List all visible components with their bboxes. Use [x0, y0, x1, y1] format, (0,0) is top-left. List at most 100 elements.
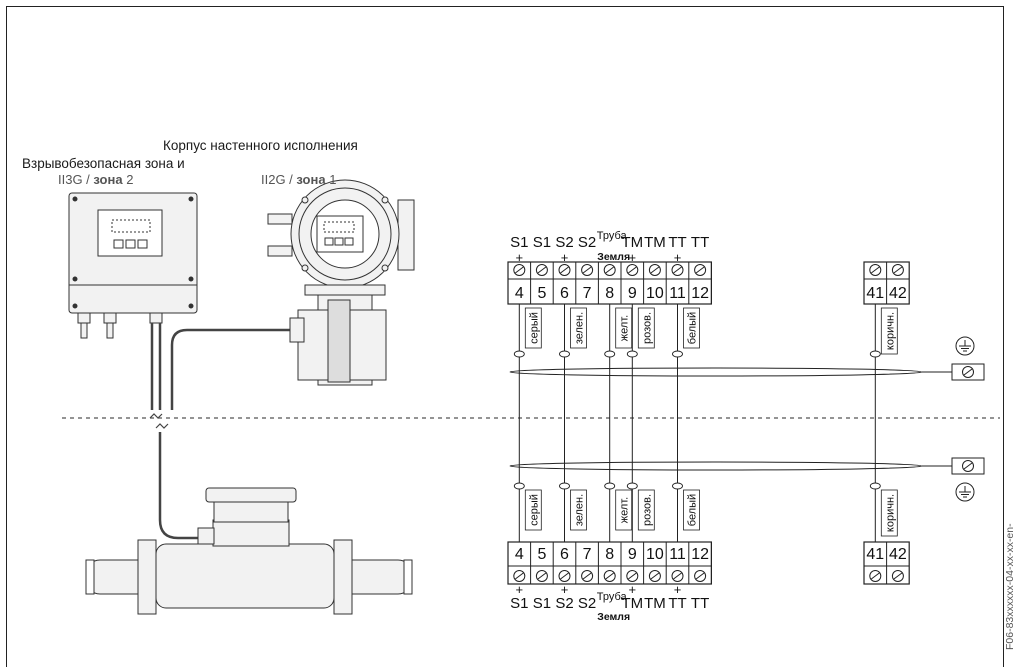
- wire-color-box: [615, 489, 633, 531]
- cable-tie: [869, 350, 881, 358]
- wire-color-box: [615, 307, 633, 349]
- screw-slot: [650, 572, 660, 580]
- cable-tie: [626, 482, 638, 490]
- screw-slot: [514, 572, 524, 580]
- terminal-number: 8: [605, 285, 614, 302]
- wire-color-box: [880, 307, 898, 355]
- screw-slot: [893, 572, 903, 580]
- wire-color-label: желт.: [619, 315, 631, 341]
- terminal-number: 6: [560, 546, 569, 563]
- screw-slot: [870, 572, 880, 580]
- cable-tie: [513, 482, 525, 490]
- pipe-label: Труба: [597, 591, 628, 603]
- wire-color-box: [570, 307, 587, 349]
- screw-slot: [537, 572, 547, 580]
- plus-sign: +: [561, 582, 569, 597]
- signal-label: TT: [668, 595, 686, 612]
- plus-sign: +: [629, 250, 637, 265]
- ground-label: Земля: [597, 611, 630, 623]
- plus-sign: +: [674, 250, 682, 265]
- terminal-number: 10: [646, 285, 664, 302]
- screw-slot: [673, 266, 682, 274]
- flowmeter-sensor: [85, 487, 413, 615]
- signal-label: TT: [691, 234, 709, 251]
- screw-slot: [963, 368, 973, 376]
- screw-slot: [673, 572, 682, 580]
- terminal-number: 41: [866, 546, 884, 563]
- wire-color-box: [637, 489, 655, 531]
- signal-label: S1: [510, 595, 528, 612]
- terminal-number: 11: [669, 546, 686, 563]
- screw-slot: [695, 572, 705, 580]
- screw-slot: [695, 266, 705, 274]
- wire-color-box: [683, 489, 700, 531]
- zone2-label: II3G / зона 2: [58, 172, 134, 187]
- signal-label: TM: [644, 595, 666, 612]
- signal-label: TM: [621, 234, 643, 251]
- wall-housing: [68, 192, 198, 339]
- cable-tie: [869, 482, 881, 490]
- pipe-label: Труба: [597, 230, 628, 242]
- terminal-number: 12: [691, 285, 709, 302]
- wire-color-label: розов.: [641, 494, 653, 526]
- signal-label: TT: [691, 595, 709, 612]
- cable-shield: [509, 461, 923, 471]
- wire-color-box: [524, 489, 542, 531]
- screw-slot: [893, 266, 903, 274]
- signal-label: S2: [578, 595, 596, 612]
- signal-label: S1: [533, 595, 551, 612]
- terminal-number: 41: [866, 285, 884, 302]
- screw-slot: [560, 572, 569, 580]
- cable-tie: [559, 482, 570, 490]
- screw-slot: [627, 266, 637, 274]
- terminal-number: 4: [515, 546, 524, 563]
- cable-tie: [626, 350, 638, 358]
- wire-color-box: [683, 307, 700, 349]
- wire-color-label: желт.: [619, 497, 631, 523]
- wire-color-box: [570, 489, 587, 531]
- screw-slot: [537, 266, 547, 274]
- zone1-label: II2G / зона 1: [261, 172, 337, 187]
- plus-sign: +: [516, 250, 524, 265]
- wire-color-label: белый: [687, 312, 699, 344]
- cable-tie: [604, 482, 616, 490]
- wire-color-label: коричн.: [884, 494, 896, 532]
- terminal-number: 9: [628, 285, 637, 302]
- ground-label: Земля: [597, 251, 630, 263]
- wire-color-label: серый: [528, 494, 540, 526]
- signal-label: TM: [644, 234, 666, 251]
- wire-color-label: коричн.: [884, 312, 896, 350]
- cable: [150, 323, 298, 540]
- screw-slot: [582, 266, 592, 274]
- terminal-number: 6: [560, 285, 569, 302]
- terminal-number: 12: [691, 546, 709, 563]
- signal-label: S1: [510, 234, 528, 251]
- cable-tie: [604, 350, 616, 358]
- screw-slot: [582, 572, 592, 580]
- screw-slot: [514, 266, 524, 274]
- wire-color-label: розов.: [641, 312, 653, 344]
- wire-color-box: [637, 307, 655, 349]
- terminal-number: 11: [669, 285, 686, 302]
- terminal-number: 5: [537, 285, 546, 302]
- exd-housing: [267, 179, 415, 386]
- plus-sign: +: [561, 250, 569, 265]
- screw-slot: [870, 266, 880, 274]
- screw-slot: [605, 572, 615, 580]
- terminal-number: 5: [537, 546, 546, 563]
- wire-color-label: белый: [687, 494, 699, 526]
- cable-tie: [559, 350, 570, 358]
- signal-label: TT: [668, 234, 686, 251]
- screw-slot: [627, 572, 637, 580]
- plus-sign: +: [674, 582, 682, 597]
- terminal-number: 8: [605, 546, 614, 563]
- screw-slot: [650, 266, 660, 274]
- wire-color-label: серый: [528, 312, 540, 344]
- terminal-number: 10: [646, 546, 664, 563]
- wire-color-box: [880, 489, 898, 537]
- hazard-zone-label: Взрывобезопасная зона и: [22, 156, 185, 171]
- cable-shield: [509, 367, 923, 377]
- signal-label: S2: [555, 595, 573, 612]
- screw-slot: [963, 462, 973, 470]
